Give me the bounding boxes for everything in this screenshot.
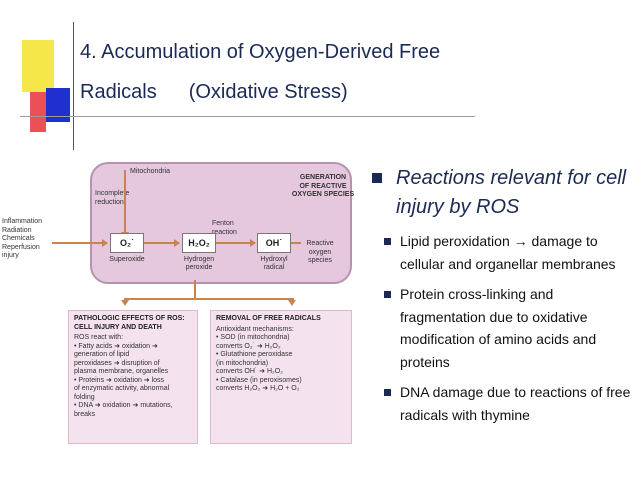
removal-panel: REMOVAL OF FREE RADICALS Antioxidant mec… bbox=[210, 310, 352, 444]
sub-bullet-square-icon bbox=[384, 389, 391, 396]
arrowhead-2 bbox=[250, 239, 256, 247]
title-line-2: Radicals (Oxidative Stress) bbox=[80, 72, 560, 112]
sub-bullet-list: Lipid peroxidation → damage to cellular … bbox=[370, 230, 635, 426]
species-hydroxyl: OH˙ bbox=[257, 233, 291, 253]
species-hydroxyl-label: Hydroxyl radical bbox=[260, 256, 288, 271]
generation-heading: GENERATION OF REACTIVE OXYGEN SPECIES bbox=[291, 174, 355, 198]
arrowhead-inputs bbox=[102, 239, 108, 247]
cell-compartment bbox=[90, 162, 352, 284]
species-superoxide-label: Superoxide bbox=[109, 256, 145, 263]
sub-bullet-dna: DNA damage due to reactions of free radi… bbox=[370, 381, 635, 426]
sub-bullet-text: Lipid peroxidation → damage to cellular … bbox=[400, 233, 616, 272]
title-line-1: 4. Accumulation of Oxygen-Derived Free bbox=[80, 41, 441, 63]
decor-yellow-square bbox=[22, 40, 54, 92]
sub-bullet-protein: Protein cross-linking and fragmentation … bbox=[370, 283, 635, 373]
arrowhead-right bbox=[288, 300, 296, 306]
removal-heading: REMOVAL OF FREE RADICALS bbox=[216, 315, 321, 322]
inputs-label: Inflammation Radiation Chemicals Reperfu… bbox=[2, 218, 43, 259]
arrow-mito-down bbox=[124, 170, 126, 232]
arrowhead-1 bbox=[174, 239, 180, 247]
sub-bullet-text: Protein cross-linking and fragmentation … bbox=[400, 286, 597, 370]
removal-text: Antioxidant mechanisms: • SOD (in mitoch… bbox=[216, 325, 302, 393]
fenton-reaction-label: Fenton reaction bbox=[212, 220, 237, 236]
arrow-stem bbox=[194, 280, 196, 300]
species-h2o2-label: Hydrogen peroxide bbox=[183, 256, 215, 271]
arrow-superoxide-h2o2 bbox=[144, 242, 174, 244]
sub-bullet-square-icon bbox=[384, 238, 391, 245]
decor-red-square bbox=[30, 92, 46, 132]
arrow-oh-reactive bbox=[291, 242, 301, 244]
species-h2o2: H₂O₂ bbox=[182, 233, 216, 253]
species-superoxide: O₂˙ bbox=[110, 233, 144, 253]
title-radicals: Radicals bbox=[80, 81, 157, 103]
pathologic-heading: PATHOLOGIC EFFECTS OF ROS: CELL INJURY A… bbox=[74, 315, 185, 331]
pathologic-text: ROS react with: • Fatty acids ➜ oxidatio… bbox=[74, 334, 173, 418]
arrow-inputs bbox=[52, 242, 102, 244]
sub-bullet-text: DNA damage due to reactions of free radi… bbox=[400, 384, 631, 423]
mitochondria-label: Mitochondria bbox=[130, 168, 171, 175]
arrow-h2o2-oh bbox=[216, 242, 250, 244]
sub-bullet-lipid: Lipid peroxidation → damage to cellular … bbox=[370, 230, 635, 275]
sub-bullet-square-icon bbox=[384, 291, 391, 298]
main-bullet-text: Reactions relevant for cell injury by RO… bbox=[396, 167, 627, 218]
incomplete-reduction-label: Incomplete reduction bbox=[95, 190, 130, 206]
reactive-species-label: Reactive oxygen species bbox=[306, 240, 334, 264]
slide-title: 4. Accumulation of Oxygen-Derived Free R… bbox=[80, 32, 560, 112]
main-bullet: Reactions relevant for cell injury by RO… bbox=[370, 164, 635, 222]
arrow-split bbox=[124, 298, 294, 300]
decor-horizontal-line bbox=[20, 116, 475, 117]
ros-diagram: Mitochondria GENERATION OF REACTIVE OXYG… bbox=[2, 160, 360, 468]
arrowhead-left bbox=[121, 300, 129, 306]
decor-vertical-line bbox=[73, 22, 74, 150]
title-oxidative-stress: (Oxidative Stress) bbox=[188, 81, 348, 103]
bullet-list: Reactions relevant for cell injury by RO… bbox=[370, 164, 635, 434]
bullet-square-icon bbox=[372, 173, 382, 183]
pathologic-effects-panel: PATHOLOGIC EFFECTS OF ROS: CELL INJURY A… bbox=[68, 310, 198, 444]
